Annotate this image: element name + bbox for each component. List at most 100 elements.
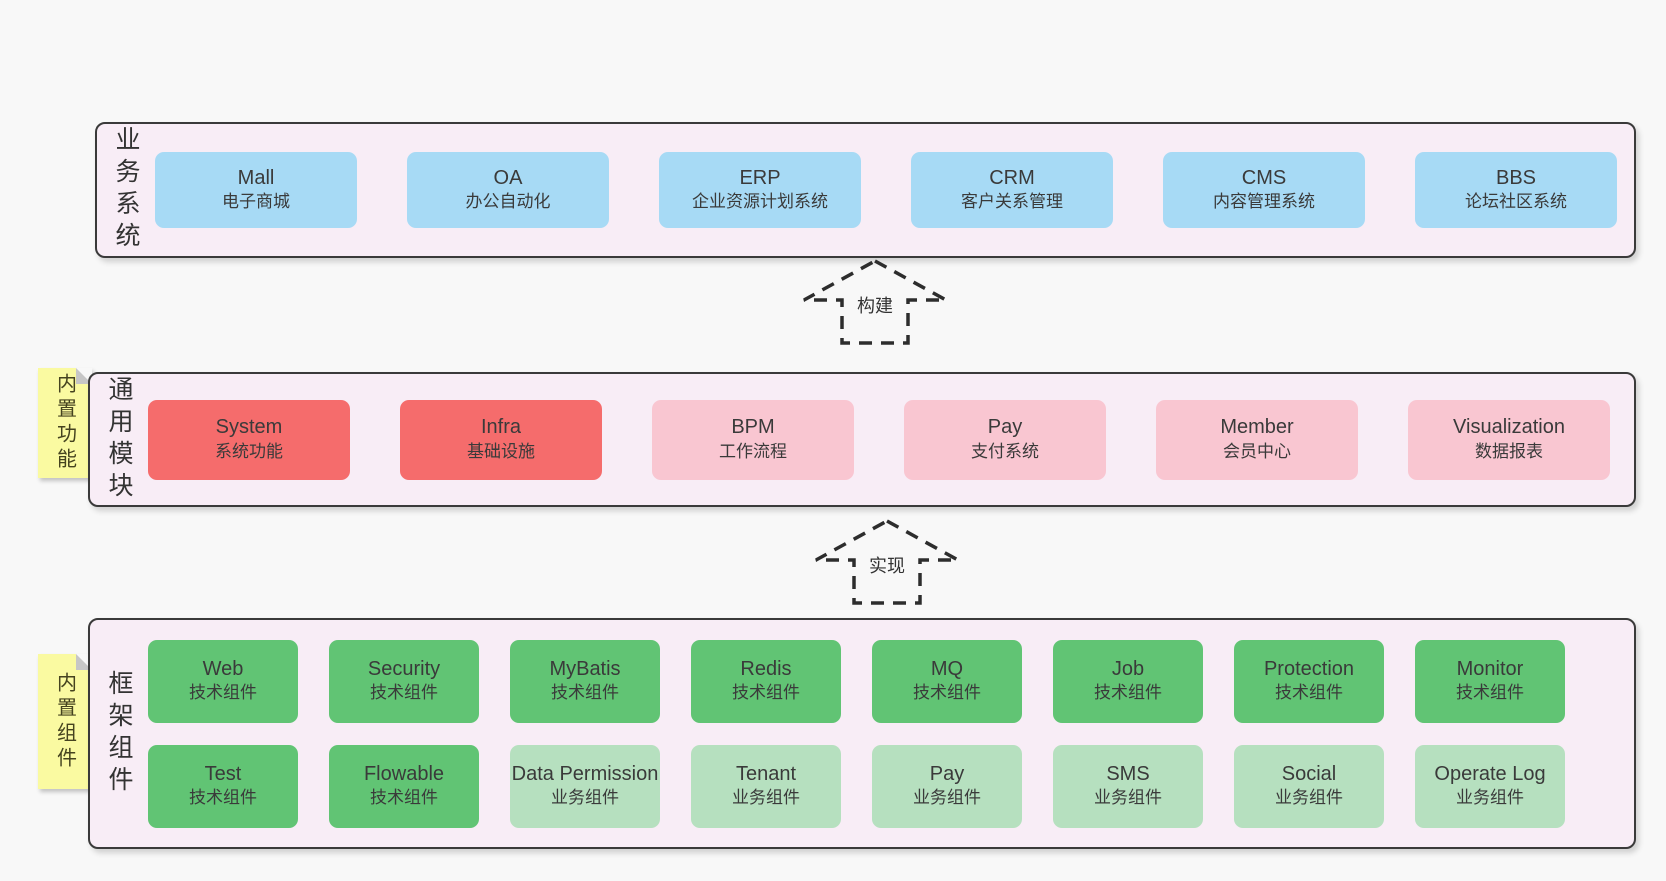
box-title: MyBatis (549, 657, 621, 680)
box-title: OA (493, 166, 523, 189)
arch-box-security: Security 技术组件 (329, 639, 479, 723)
box-subtitle: 技术组件 (189, 788, 257, 808)
box-title: Social (1281, 762, 1337, 785)
box-subtitle: 办公自动化 (465, 192, 551, 212)
box-title: BBS (1495, 166, 1537, 189)
sticky-note-label: 内置组件 (53, 671, 76, 772)
box-subtitle: 数据报表 (1475, 441, 1543, 461)
arch-box-bbs: BBS 论坛社区系统 (1415, 152, 1617, 228)
arch-box-web: Web 技术组件 (148, 639, 298, 723)
box-subtitle: 系统功能 (215, 441, 283, 461)
sticky-note-built-in-features: 内置功能 (38, 368, 92, 478)
box-subtitle: 会员中心 (1223, 441, 1291, 461)
arch-box-mall: Mall 电子商城 (155, 152, 357, 228)
arch-box-cms: CMS 内容管理系统 (1163, 152, 1365, 228)
box-title: Redis (740, 657, 792, 680)
implement-arrow-label: 实现 (866, 551, 908, 579)
sticky-note-label: 内置功能 (53, 373, 76, 473)
box-title: Tenant (735, 762, 797, 785)
box-title: CRM (989, 166, 1035, 189)
arch-box-crm: CRM 客户关系管理 (911, 152, 1113, 228)
box-subtitle: 客户关系管理 (961, 192, 1063, 212)
sticky-note-built-in-components: 内置组件 (38, 654, 92, 789)
box-title: Monitor (1456, 657, 1524, 680)
box-title: Visualization (1453, 416, 1565, 439)
box-subtitle: 技术组件 (732, 683, 800, 703)
arch-box-redis: Redis 技术组件 (691, 639, 841, 723)
box-title: Pay (987, 416, 1023, 439)
box-subtitle: 技术组件 (1275, 683, 1343, 703)
box-subtitle: 支付系统 (971, 441, 1039, 461)
arch-box-mybatis: MyBatis 技术组件 (510, 639, 660, 723)
arch-box-flowable: Flowable 技术组件 (329, 744, 479, 828)
box-subtitle: 技术组件 (370, 788, 438, 808)
box-subtitle: 业务组件 (913, 788, 981, 808)
band-label-common-modules: 通用模块 (105, 375, 133, 504)
arch-box-mq: MQ 技术组件 (872, 639, 1022, 723)
box-subtitle: 技术组件 (913, 683, 981, 703)
box-title: Infra (480, 416, 522, 439)
box-subtitle: 技术组件 (370, 683, 438, 703)
box-subtitle: 业务组件 (551, 788, 619, 808)
box-subtitle: 技术组件 (551, 683, 619, 703)
box-row: Mall 电子商城 OA 办公自动化 ERP 企业资源计划系统 CRM 客户关系管理 CMS 内容… (155, 152, 1634, 228)
box-subtitle: 技术组件 (1094, 683, 1162, 703)
box-title: Flowable (363, 762, 445, 785)
box-title: Protection (1263, 657, 1355, 680)
arch-box-sms: SMS 业务组件 (1053, 744, 1203, 828)
box-title: BPM (731, 416, 775, 439)
box-subtitle: 技术组件 (189, 683, 257, 703)
box-title: SMS (1106, 762, 1150, 785)
box-title: Mall (237, 166, 275, 189)
box-subtitle: 内容管理系统 (1213, 192, 1315, 212)
arch-box-erp: ERP 企业资源计划系统 (659, 152, 861, 228)
arch-box-protection: Protection 技术组件 (1234, 639, 1384, 723)
arch-box-operate-log: Operate Log 业务组件 (1415, 744, 1565, 828)
box-title: Operate Log (1434, 762, 1546, 785)
box-subtitle: 企业资源计划系统 (692, 192, 828, 212)
build-arrow: 构建 (800, 258, 950, 346)
band-business-systems: 业务系统 Mall 电子商城 OA 办公自动化 ERP 企业资源计划系统 CRM 客户关系管理… (95, 122, 1636, 258)
arch-box-monitor: Monitor 技术组件 (1415, 639, 1565, 723)
arch-box-job: Job 技术组件 (1053, 639, 1203, 723)
arch-box-data-permission: Data Permission 业务组件 (510, 744, 660, 828)
box-title: Job (1111, 657, 1145, 680)
box-title: Security (367, 657, 441, 680)
box-subtitle: 业务组件 (1094, 788, 1162, 808)
box-subtitle: 电子商城 (222, 192, 290, 212)
box-title: Data Permission (511, 762, 659, 785)
box-title: Web (202, 657, 244, 680)
band-label-framework-components: 框架组件 (105, 669, 133, 798)
arch-box-oa: OA 办公自动化 (407, 152, 609, 228)
box-title: Member (1220, 416, 1294, 439)
box-title: Pay (929, 762, 965, 785)
band-label-business-systems: 业务系统 (112, 126, 140, 254)
build-arrow-label: 构建 (854, 291, 896, 319)
box-subtitle: 论坛社区系统 (1465, 192, 1567, 212)
box-title: ERP (739, 166, 781, 189)
box-title: MQ (930, 657, 964, 680)
box-title: Test (204, 762, 242, 785)
box-title: CMS (1241, 166, 1287, 189)
box-subtitle: 技术组件 (1456, 683, 1524, 703)
box-subtitle: 业务组件 (732, 788, 800, 808)
implement-arrow: 实现 (812, 518, 962, 606)
arch-box-test: Test 技术组件 (148, 744, 298, 828)
box-subtitle: 基础设施 (467, 441, 535, 461)
box-subtitle: 业务组件 (1456, 788, 1524, 808)
box-title: System (215, 416, 283, 439)
